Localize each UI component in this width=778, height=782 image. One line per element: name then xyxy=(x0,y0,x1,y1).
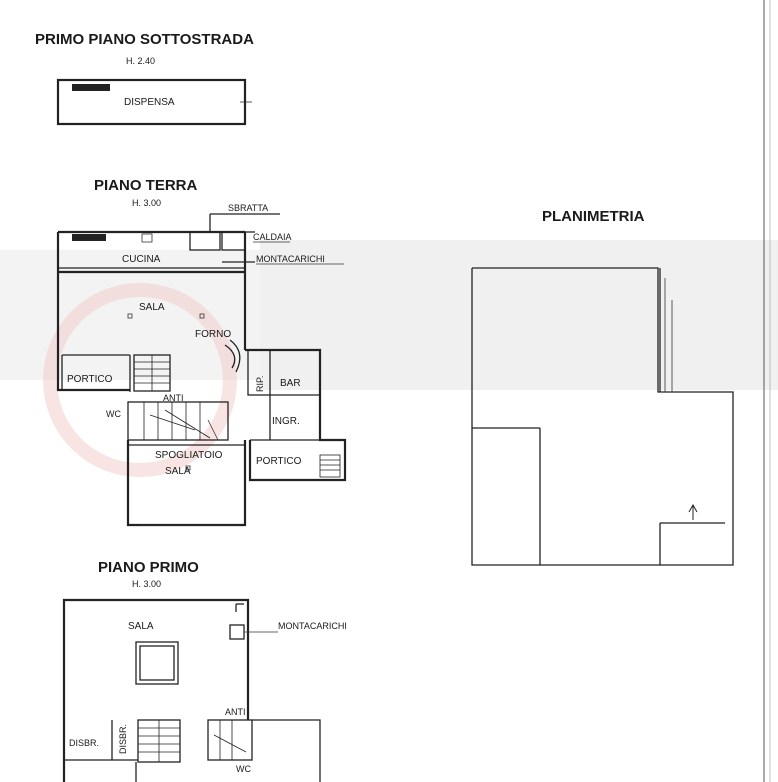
room-label-cucina: CUCINA xyxy=(122,254,161,265)
room-label-anti: ANTI xyxy=(163,393,184,403)
watermark-band xyxy=(260,240,778,390)
label-caldaia: CALDAIA xyxy=(253,232,292,242)
room-label-sala: SALA xyxy=(139,302,165,313)
label-sbratta: SBRATTA xyxy=(228,203,268,213)
room-label-spogliatoio: SPOGLIATOIO xyxy=(155,450,223,461)
planimetria-plan xyxy=(471,267,734,566)
planimetria-title: PLANIMETRIA xyxy=(542,208,645,225)
room-label-anti-primo: ANTI xyxy=(225,707,246,717)
label-montacarichi: MONTACARICHI xyxy=(256,254,325,264)
room-label-disbr: DISBR. xyxy=(69,738,99,748)
room-label-bar: BAR xyxy=(280,378,301,389)
stair-hatch xyxy=(72,84,110,91)
sottostrada-title: PRIMO PIANO SOTTOSTRADA xyxy=(35,31,254,48)
room-label-rip: RIP. xyxy=(255,376,265,392)
label-forno: FORNO xyxy=(195,329,231,340)
north-arrow-icon xyxy=(688,503,698,520)
stair-hatch xyxy=(72,234,106,241)
room-label-wc-primo: WC xyxy=(236,764,251,774)
room-label-sala-lower: SALA xyxy=(165,466,191,477)
terra-plan xyxy=(56,213,347,527)
primo-title: PIANO PRIMO xyxy=(98,559,199,576)
primo-plan xyxy=(62,598,321,782)
label-montacarichi-primo: MONTACARICHI xyxy=(278,621,347,631)
room-label-ingr: INGR. xyxy=(272,416,300,427)
sottostrada-plan: DISPENSA xyxy=(56,78,252,126)
room-label-portico-east: PORTICO xyxy=(256,456,302,467)
room-label-sala-primo: SALA xyxy=(128,621,154,632)
primo-height: H. 3.00 xyxy=(132,579,161,589)
portico-stair xyxy=(319,454,341,478)
sottostrada-height: H. 2.40 xyxy=(126,56,155,66)
room-label-portico: PORTICO xyxy=(67,374,113,385)
terra-title: PIANO TERRA xyxy=(94,177,198,194)
primo-stair xyxy=(138,720,180,762)
watermark-logo xyxy=(43,283,237,477)
room-label-disbr-vertical: DISBR. xyxy=(118,724,128,754)
terra-height: H. 3.00 xyxy=(132,198,161,208)
room-label-wc: WC xyxy=(106,409,121,419)
room-label-dispensa: DISPENSA xyxy=(124,97,175,108)
